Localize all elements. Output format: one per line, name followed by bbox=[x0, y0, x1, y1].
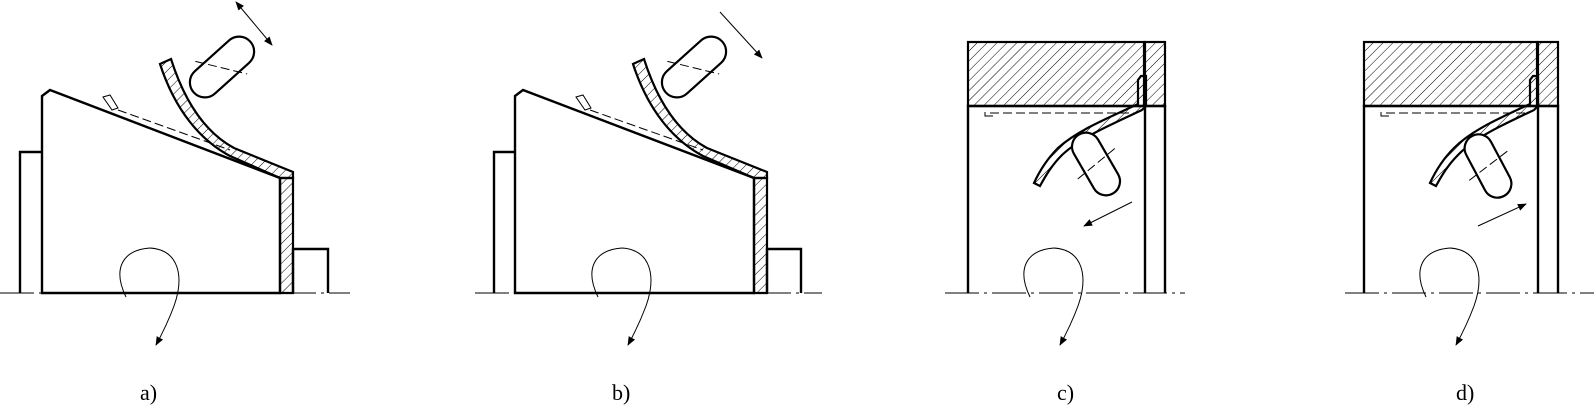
blank-tip bbox=[1380, 112, 1389, 117]
panel-b: b) bbox=[475, 11, 822, 405]
panel-label: a) bbox=[140, 380, 157, 405]
tailstock-block bbox=[765, 247, 803, 293]
roller bbox=[1463, 133, 1513, 199]
roller-motion-arrow bbox=[1477, 203, 1527, 227]
blank-sheet bbox=[1032, 74, 1148, 188]
roller-motion-arrow bbox=[235, 1, 273, 46]
rotation-arrow bbox=[1023, 247, 1084, 346]
blank-sheet bbox=[631, 57, 769, 180]
rotation-arrow bbox=[1419, 247, 1480, 346]
side-block bbox=[1143, 40, 1167, 108]
panel-label: d) bbox=[1456, 380, 1474, 405]
panel-c: c) bbox=[945, 40, 1185, 405]
roller-feed-arrow bbox=[719, 11, 763, 59]
pressure-block bbox=[966, 40, 1146, 108]
mandrel-outline bbox=[1362, 104, 1560, 293]
initial-blank-position bbox=[589, 109, 704, 151]
initial-blank-position bbox=[117, 109, 231, 151]
mandrel bbox=[40, 88, 282, 295]
roller-motion-arrow bbox=[1083, 201, 1133, 227]
blank-sheet bbox=[1428, 74, 1540, 188]
roller bbox=[188, 35, 256, 99]
rotation-arrow bbox=[591, 247, 652, 346]
mandrel bbox=[513, 88, 756, 295]
mandrel-flange bbox=[492, 150, 515, 293]
mandrel-flange bbox=[18, 150, 42, 293]
panel-a: a) bbox=[0, 1, 350, 405]
blank-wall bbox=[278, 176, 295, 295]
panel-label: c) bbox=[1057, 380, 1074, 405]
pressure-block bbox=[1362, 40, 1539, 108]
panel-label: b) bbox=[612, 380, 630, 405]
panel-d: d) bbox=[1345, 40, 1594, 405]
blank-tip bbox=[984, 112, 993, 117]
blank-tip bbox=[575, 94, 592, 111]
roller bbox=[660, 35, 728, 99]
blank-sheet bbox=[158, 57, 295, 180]
mandrel-outline bbox=[966, 104, 1167, 293]
side-block bbox=[1536, 40, 1560, 108]
blank-wall bbox=[752, 176, 769, 295]
blank-tip bbox=[102, 94, 119, 111]
roller bbox=[1070, 131, 1122, 197]
rotation-arrow bbox=[119, 247, 180, 346]
tailstock-block bbox=[291, 247, 330, 293]
